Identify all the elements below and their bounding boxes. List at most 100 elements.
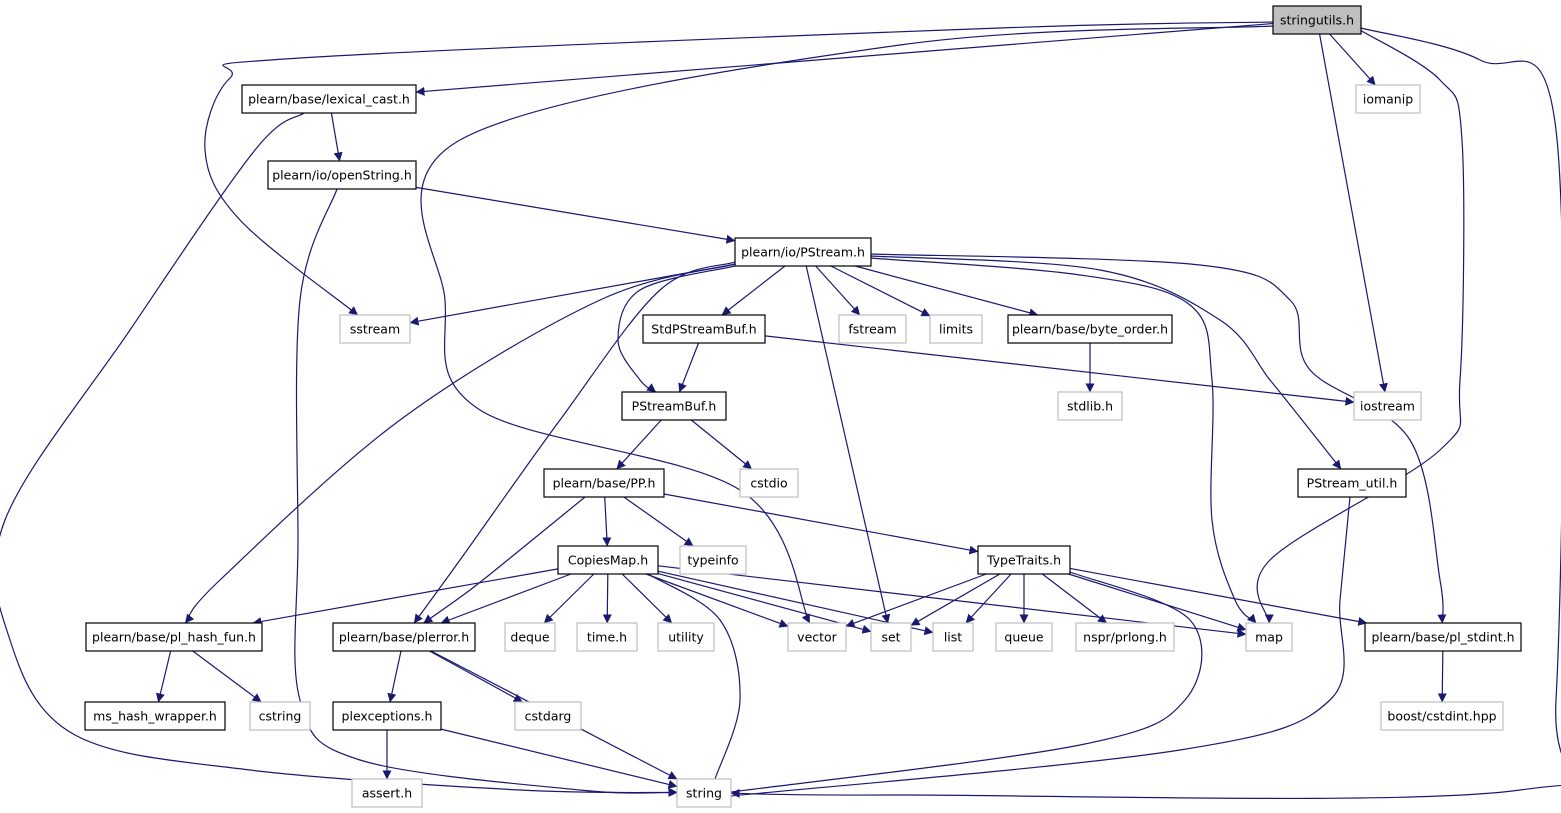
node-CopiesMap[interactable]: CopiesMap.h	[557, 545, 659, 575]
node-label: utility	[668, 630, 704, 645]
node-box	[514, 701, 582, 731]
node-label: sstream	[350, 322, 400, 337]
node-box	[787, 622, 847, 652]
edge-stringutils-to-string	[730, 27, 1561, 800]
node-utility: utility	[657, 622, 715, 652]
edge-CopiesMap-to-pl_hash_fun	[252, 568, 559, 626]
node-lexical_cast[interactable]: plearn/base/lexical_cast.h	[241, 84, 417, 114]
edge-PStreamBuf-to-PP	[616, 419, 662, 470]
edge-TypeTraits-to-pl_stdint	[1069, 567, 1368, 626]
node-label: set	[881, 630, 900, 645]
node-iostream: iostream	[1353, 391, 1422, 421]
node-label: plearn/base/plerror.h	[339, 630, 469, 645]
node-label: string	[686, 786, 722, 801]
node-box	[504, 622, 556, 652]
node-box	[977, 545, 1071, 575]
node-label: PStreamBuf.h	[632, 399, 717, 414]
node-label: plexceptions.h	[342, 709, 433, 724]
node-box	[1272, 5, 1362, 35]
node-sstream: sstream	[339, 314, 411, 344]
node-box	[543, 468, 665, 498]
node-box	[339, 314, 411, 344]
node-openString[interactable]: plearn/io/openString.h	[267, 160, 417, 190]
node-label: plearn/base/lexical_cast.h	[248, 92, 410, 107]
node-label: plearn/base/pl_stdint.h	[1371, 630, 1514, 645]
node-label: boost/cstdint.hpp	[1387, 709, 1496, 724]
node-box	[1245, 622, 1293, 652]
node-pl_hash_fun[interactable]: plearn/base/pl_hash_fun.h	[85, 622, 263, 652]
node-box	[739, 468, 799, 498]
node-PStreamBuf[interactable]: PStreamBuf.h	[621, 391, 727, 421]
node-box	[870, 622, 912, 652]
node-deque: deque	[504, 622, 556, 652]
edge-PStream-to-set	[805, 265, 891, 624]
node-box	[1353, 391, 1422, 421]
edge-PStream-to-PStream_util	[870, 255, 1342, 470]
node-label: ms_hash_wrapper.h	[93, 709, 217, 724]
edge-CopiesMap-to-deque	[543, 573, 595, 624]
node-label: iomanip	[1363, 92, 1413, 107]
node-pl_stdint[interactable]: plearn/base/pl_stdint.h	[1364, 622, 1522, 652]
edge-CopiesMap-to-time	[602, 573, 612, 624]
node-label: StdPStreamBuf.h	[651, 322, 756, 337]
edge-StdPStreamBuf-to-PStreamBuf	[678, 342, 700, 393]
node-label: queue	[1004, 630, 1043, 645]
edge-PP-to-CopiesMap	[602, 496, 612, 547]
node-box	[84, 701, 226, 731]
node-label: iostream	[1360, 399, 1415, 414]
node-PStream_util[interactable]: PStream_util.h	[1297, 468, 1407, 498]
node-label: typeinfo	[687, 553, 738, 568]
node-box	[995, 622, 1053, 652]
node-box	[929, 314, 983, 344]
edge-stringutils-to-vector	[420, 25, 1274, 624]
edge-pl_hash_fun-to-cstring	[192, 650, 262, 703]
node-plerror[interactable]: plearn/base/plerror.h	[332, 622, 476, 652]
node-box	[332, 701, 442, 731]
node-label: cstdio	[750, 476, 787, 491]
edge-pl_stdint-to-boost_cstdint	[1437, 650, 1447, 703]
edge-CopiesMap-to-vector	[645, 573, 789, 628]
node-cstdio: cstdio	[739, 468, 799, 498]
edge-stringutils-to-map	[1256, 29, 1465, 624]
node-label: stringutils.h	[1280, 13, 1354, 28]
node-label: plearn/base/pl_hash_fun.h	[92, 630, 256, 645]
node-PP[interactable]: plearn/base/PP.h	[543, 468, 665, 498]
node-box	[1057, 391, 1123, 421]
node-set: set	[870, 622, 912, 652]
node-assert: assert.h	[351, 778, 423, 808]
node-cstdarg: cstdarg	[514, 701, 582, 731]
node-label: cstdarg	[525, 709, 572, 724]
node-queue: queue	[995, 622, 1053, 652]
node-cstring: cstring	[249, 701, 311, 731]
node-fstream: fstream	[838, 314, 907, 344]
edge-PP-to-TypeTraits	[663, 493, 979, 555]
edge-stringutils-to-iomanip	[1329, 33, 1376, 86]
node-PStream[interactable]: plearn/io/PStream.h	[734, 237, 872, 267]
node-byte_order[interactable]: plearn/base/byte_order.h	[1007, 314, 1173, 344]
node-label: list	[944, 630, 962, 645]
node-box	[332, 622, 476, 652]
node-box	[642, 314, 766, 344]
node-TypeTraits[interactable]: TypeTraits.h	[977, 545, 1071, 575]
node-ms_hash_wrapper[interactable]: ms_hash_wrapper.h	[84, 701, 226, 731]
node-StdPStreamBuf[interactable]: StdPStreamBuf.h	[642, 314, 766, 344]
edge-PStream-to-StdPStreamBuf	[721, 265, 786, 316]
node-stringutils[interactable]: stringutils.h	[1272, 5, 1362, 35]
node-box	[676, 778, 732, 808]
edge-openString-to-string	[294, 188, 678, 797]
edge-plerror-to-plexceptions	[387, 650, 402, 703]
node-box	[1380, 701, 1504, 731]
node-label: PStream_util.h	[1307, 476, 1398, 491]
edge-TypeTraits-to-map	[1068, 573, 1247, 632]
node-box	[557, 545, 659, 575]
node-boost_cstdint: boost/cstdint.hpp	[1380, 701, 1504, 731]
node-box	[1075, 622, 1175, 652]
node-box	[1007, 314, 1173, 344]
edge-PStream-to-fstream	[815, 265, 861, 316]
edge-PStreamBuf-to-cstdio	[690, 419, 753, 470]
node-time: time.h	[576, 622, 638, 652]
node-label: limits	[939, 322, 973, 337]
node-plexceptions[interactable]: plexceptions.h	[332, 701, 442, 731]
node-box	[838, 314, 907, 344]
